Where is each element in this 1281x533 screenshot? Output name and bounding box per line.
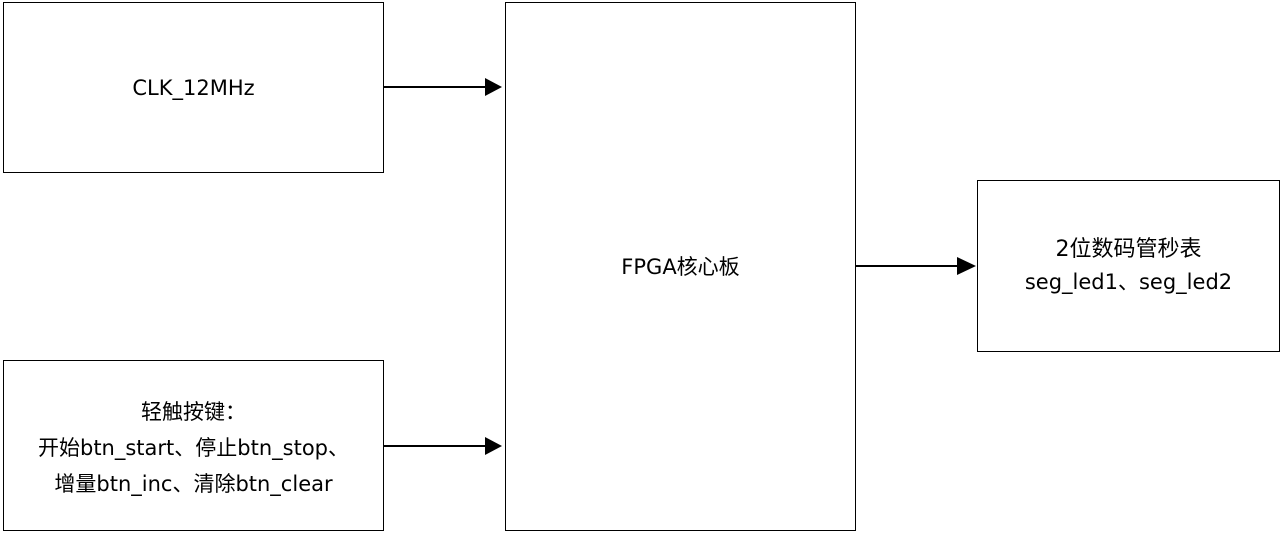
arrowhead-fpga-to-display bbox=[957, 257, 976, 275]
buttons-box: 轻触按键： 开始btn_start、停止btn_stop、 增量btn_inc、… bbox=[3, 360, 384, 531]
buttons-heading: 轻触按键： bbox=[141, 399, 246, 424]
fpga-label: FPGA核心板 bbox=[621, 254, 740, 279]
seven-segment-display-box: 2位数码管秒表 seg_led1、seg_led2 bbox=[977, 180, 1280, 352]
clock-label: CLK_12MHz bbox=[132, 75, 255, 100]
arrowhead-buttons-to-fpga bbox=[485, 437, 502, 455]
buttons-line-inc-clear: 增量btn_inc、清除btn_clear bbox=[54, 471, 333, 496]
arrowhead-clock-to-fpga bbox=[485, 78, 502, 96]
clock-source-box: CLK_12MHz bbox=[3, 2, 384, 173]
display-signals: seg_led1、seg_led2 bbox=[1024, 270, 1233, 294]
buttons-line-start-stop: 开始btn_start、停止btn_stop、 bbox=[37, 435, 349, 460]
fpga-board-box: FPGA核心板 bbox=[505, 2, 856, 531]
display-title: 2位数码管秒表 bbox=[1055, 237, 1202, 262]
